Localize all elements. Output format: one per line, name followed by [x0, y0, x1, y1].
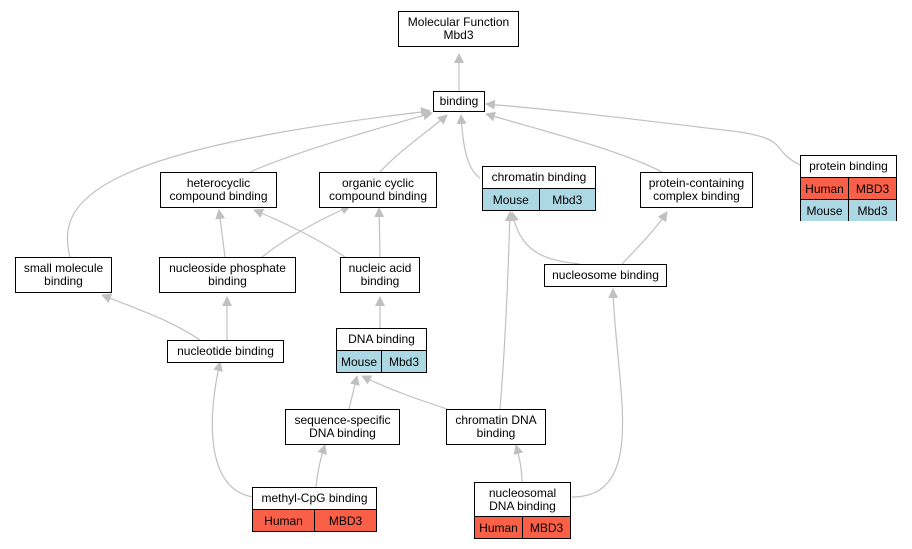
node-label: Molecular Function Mbd3	[407, 15, 510, 42]
species-cell: Human	[801, 178, 848, 199]
edge-nucleosome-chromatin	[508, 211, 581, 265]
node-nucleic-acid-binding[interactable]: nucleic acid binding	[340, 257, 420, 293]
edge-chromatin-dna-chromatin	[499, 211, 515, 410]
edge-heterocyclic-binding	[249, 110, 433, 173]
edge-organic-cyclic-binding	[379, 114, 448, 173]
node-label: chromatin DNA binding	[455, 413, 537, 440]
edge-chromatin-dna-dna	[361, 375, 448, 410]
edge-seq-dna	[348, 375, 360, 410]
edge-nucleosome-protein-complex	[621, 211, 668, 265]
annotation-row: Human MBD3	[253, 509, 376, 531]
node-label: nucleosomal DNA binding	[488, 485, 557, 513]
node-sequence-specific-dna-binding[interactable]: sequence-specific DNA binding	[285, 409, 400, 445]
edge-methyl-seq	[315, 444, 327, 488]
annotation-row: Mouse Mbd3	[801, 199, 896, 221]
node-methyl-cpg-binding[interactable]: methyl-CpG binding Human MBD3	[252, 487, 377, 532]
node-nucleosome-binding[interactable]: nucleosome binding	[544, 264, 667, 287]
species-cell: Human	[475, 517, 522, 538]
node-label: binding	[439, 94, 479, 108]
edge-nucleic-heterocyclic	[253, 208, 346, 258]
edge-nucleic-organic	[374, 207, 385, 258]
species-cell: Human	[253, 510, 314, 531]
annotation-row: Mouse Mbd3	[483, 188, 595, 210]
node-label: chromatin binding	[491, 170, 587, 184]
node-label: nucleic acid binding	[348, 261, 412, 288]
edge-chromatin-binding-binding	[456, 114, 481, 179]
edge-nucleosomal-chromatin-dna	[513, 444, 524, 483]
node-label: nucleosome binding	[552, 268, 659, 282]
species-cell: Mouse	[337, 351, 381, 372]
node-label: nucleotide binding	[177, 344, 274, 358]
gene-cell: Mbd3	[538, 189, 595, 210]
gene-cell: Mbd3	[848, 200, 896, 221]
annotation-row: Mouse Mbd3	[337, 350, 426, 372]
node-label: small molecule binding	[23, 261, 104, 288]
node-label: protein-containing complex binding	[648, 176, 745, 203]
annotation-row: Human MBD3	[475, 516, 570, 538]
annotation-row: Human MBD3	[801, 177, 896, 199]
gene-cell: MBD3	[522, 517, 570, 538]
node-label: sequence-specific DNA binding	[294, 413, 391, 440]
node-nucleosomal-dna-binding[interactable]: nucleosomal DNA binding Human MBD3	[474, 482, 571, 539]
node-dna-binding[interactable]: DNA binding Mouse Mbd3	[336, 328, 427, 373]
node-small-molecule-binding[interactable]: small molecule binding	[15, 257, 112, 293]
edge-protein-binding-binding	[485, 99, 801, 166]
node-label: DNA binding	[348, 332, 415, 346]
gene-cell: MBD3	[314, 510, 376, 531]
node-label: heterocyclic compound binding	[169, 176, 268, 203]
species-cell: Mouse	[483, 189, 539, 210]
node-organic-cyclic-compound-binding[interactable]: organic cyclic compound binding	[319, 172, 437, 208]
edge-nucleosomal-nucleosome	[571, 288, 624, 498]
node-protein-binding[interactable]: protein binding Human MBD3 Mouse Mbd3	[800, 155, 897, 221]
gene-cell: MBD3	[848, 178, 896, 199]
species-cell: Mouse	[801, 200, 848, 221]
gene-cell: Mbd3	[381, 351, 426, 372]
node-molecular-function[interactable]: Molecular Function Mbd3	[398, 11, 519, 47]
node-chromatin-binding[interactable]: chromatin binding Mouse Mbd3	[482, 166, 596, 211]
edge-nucleoside-heterocyclic	[215, 209, 226, 258]
node-heterocyclic-compound-binding[interactable]: heterocyclic compound binding	[160, 172, 277, 208]
node-protein-containing-complex-binding[interactable]: protein-containing complex binding	[640, 172, 753, 208]
node-label: protein binding	[809, 159, 888, 173]
edge-protein-complex-binding	[485, 111, 663, 173]
edge-nucleotide-small-molecule	[101, 293, 201, 341]
edge-small-molecule-binding	[66, 107, 431, 258]
edge-methyl-nucleotide	[211, 361, 254, 498]
node-nucleotide-binding[interactable]: nucleotide binding	[167, 340, 284, 363]
node-label: nucleoside phosphate binding	[169, 261, 286, 288]
node-label: organic cyclic compound binding	[328, 176, 428, 203]
node-nucleoside-phosphate-binding[interactable]: nucleoside phosphate binding	[159, 257, 296, 293]
node-label: methyl-CpG binding	[261, 491, 368, 505]
node-binding[interactable]: binding	[433, 91, 485, 112]
edge-nucleoside-organic	[261, 205, 351, 258]
node-chromatin-dna-binding[interactable]: chromatin DNA binding	[446, 409, 546, 445]
